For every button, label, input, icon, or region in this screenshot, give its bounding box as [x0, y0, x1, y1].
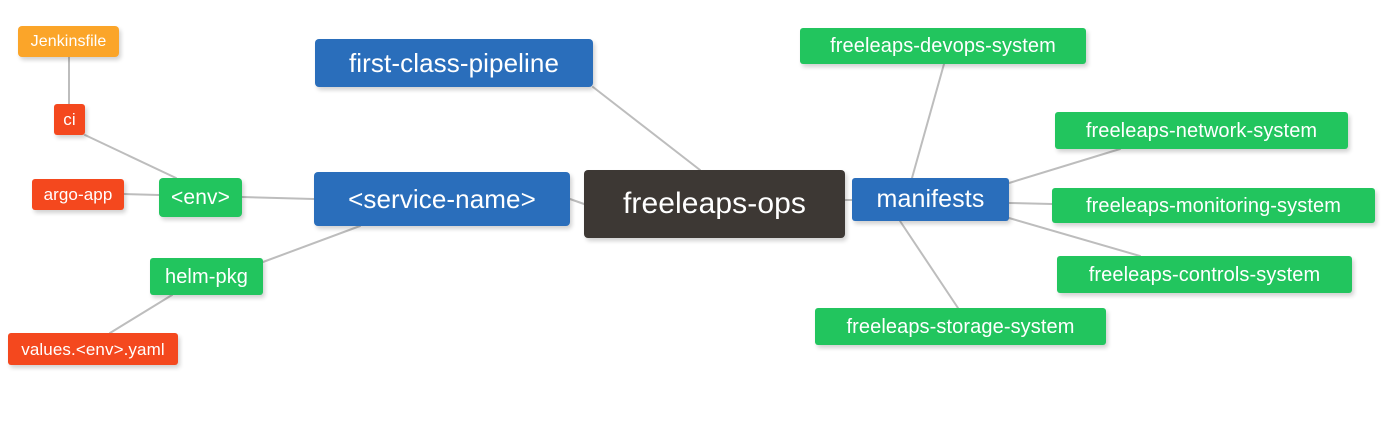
node-freeleaps-controls-system[interactable]: freeleaps-controls-system	[1057, 256, 1352, 293]
node-label-freeleaps-controls-system: freeleaps-controls-system	[1088, 263, 1321, 286]
edge-manifests-to-freeleaps-storage-system	[899, 220, 959, 309]
node-label-argo-app: argo-app	[43, 185, 113, 204]
node-first-class-pipeline[interactable]: first-class-pipeline	[315, 39, 593, 87]
node-ci[interactable]: ci	[54, 104, 85, 135]
node-label-freeleaps-network-system: freeleaps-network-system	[1085, 119, 1318, 142]
node-label-first-class-pipeline: first-class-pipeline	[348, 48, 560, 78]
edge-manifests-to-freeleaps-devops-system	[911, 63, 945, 179]
node-manifests[interactable]: manifests	[852, 178, 1009, 221]
node-label-service-name: <service-name>	[348, 184, 536, 214]
edge-service-name-to-freeleaps-ops	[569, 198, 585, 205]
node-label-freeleaps-devops-system: freeleaps-devops-system	[830, 35, 1056, 57]
node-label-jenkinsfile: Jenkinsfile	[30, 32, 107, 50]
edge-argo-app-to-env	[123, 193, 160, 196]
node-freeleaps-network-system[interactable]: freeleaps-network-system	[1055, 112, 1348, 149]
edge-helm-pkg-to-values-env-yaml	[109, 294, 173, 334]
edge-ci-to-env	[84, 134, 177, 179]
edge-manifests-to-freeleaps-network-system	[1008, 148, 1121, 184]
node-freeleaps-ops[interactable]: freeleaps-ops	[584, 170, 845, 238]
edge-env-to-service-name	[241, 196, 315, 200]
node-values-env-yaml[interactable]: values.<env>.yaml	[8, 333, 178, 365]
node-freeleaps-storage-system[interactable]: freeleaps-storage-system	[815, 308, 1106, 345]
node-freeleaps-monitoring-system[interactable]: freeleaps-monitoring-system	[1052, 188, 1375, 223]
node-label-env: <env>	[171, 186, 230, 209]
edge-first-class-pipeline-to-freeleaps-ops	[592, 86, 701, 171]
edge-service-name-to-helm-pkg	[262, 225, 361, 263]
node-jenkinsfile[interactable]: Jenkinsfile	[18, 26, 119, 57]
node-label-helm-pkg: helm-pkg	[164, 265, 249, 288]
edge-manifests-to-freeleaps-controls-system	[1008, 217, 1141, 257]
node-helm-pkg[interactable]: helm-pkg	[150, 258, 263, 295]
node-label-values-env-yaml: values.<env>.yaml	[21, 339, 165, 359]
node-env[interactable]: <env>	[159, 178, 242, 217]
node-label-ci: ci	[63, 110, 76, 129]
edge-manifests-to-freeleaps-monitoring-system	[1008, 202, 1053, 205]
node-service-name[interactable]: <service-name>	[314, 172, 570, 226]
node-label-manifests: manifests	[876, 185, 985, 213]
node-label-freeleaps-ops: freeleaps-ops	[622, 187, 807, 220]
node-argo-app[interactable]: argo-app	[32, 179, 124, 210]
node-label-freeleaps-storage-system: freeleaps-storage-system	[846, 315, 1075, 338]
node-label-freeleaps-monitoring-system: freeleaps-monitoring-system	[1085, 194, 1341, 217]
node-freeleaps-devops-system[interactable]: freeleaps-devops-system	[800, 28, 1086, 64]
